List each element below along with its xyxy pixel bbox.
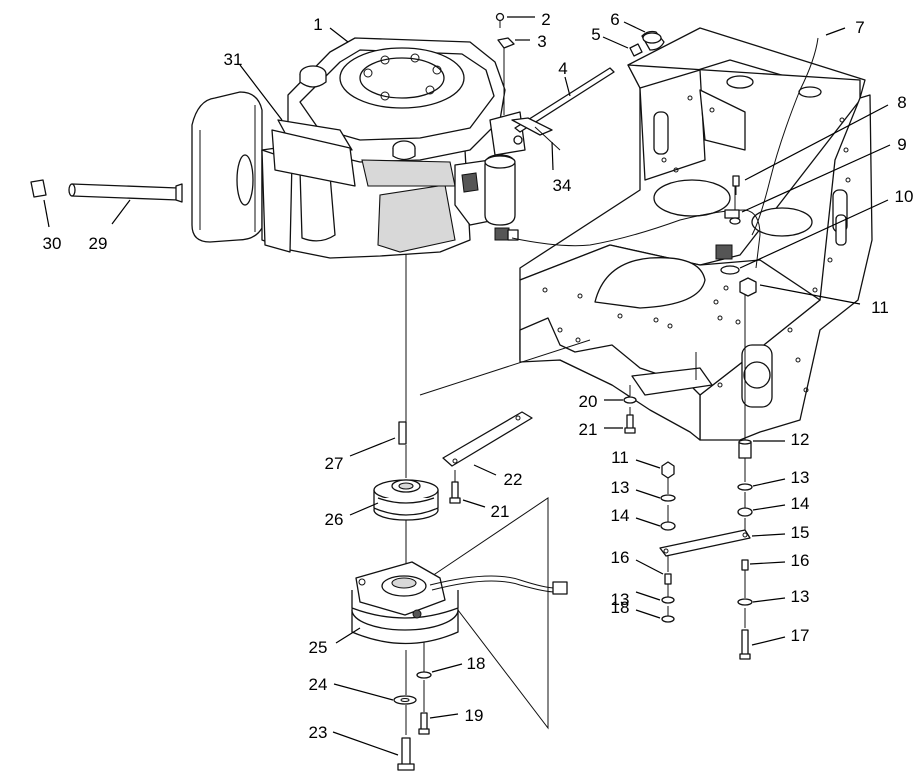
callout-6: 6 (610, 10, 619, 29)
callout-1: 1 (313, 15, 322, 34)
callout-19: 19 (465, 706, 484, 725)
callout-30: 30 (43, 234, 62, 253)
callout-22: 22 (504, 470, 523, 489)
frame-chassis (519, 27, 873, 441)
callout-21b: 21 (491, 502, 510, 521)
callout-24: 24 (309, 675, 328, 694)
callout-4: 4 (558, 59, 567, 78)
callout-21a: 21 (579, 420, 598, 439)
callout-31: 31 (224, 50, 243, 69)
assembly-guide-lines (405, 186, 746, 735)
callout-15: 15 (791, 523, 810, 542)
callout-8: 8 (897, 93, 906, 112)
callout-10: 10 (895, 187, 914, 206)
callout-25: 25 (309, 638, 328, 657)
linkage-stack (659, 439, 753, 660)
air-intake-parts (30, 179, 183, 203)
callout-12: 12 (791, 430, 810, 449)
callout-labels: 1 2 3 4 5 6 7 8 9 10 11 11 12 13 13 13 1… (43, 10, 914, 742)
callout-13c: 13 (611, 590, 630, 609)
callout-18a: 18 (611, 598, 630, 617)
callout-11b: 11 (611, 448, 629, 467)
callout-27: 27 (325, 454, 344, 473)
callout-13d: 13 (791, 587, 810, 606)
callout-11a: 11 (871, 298, 889, 317)
callout-14a: 14 (611, 506, 630, 525)
callout-13a: 13 (611, 478, 630, 497)
callout-7: 7 (855, 18, 864, 37)
callout-17: 17 (791, 626, 810, 645)
callout-18b: 18 (467, 654, 486, 673)
callout-34: 34 (553, 176, 572, 195)
mounting-plate (442, 396, 637, 504)
callout-5: 5 (591, 25, 600, 44)
callout-29: 29 (89, 234, 108, 253)
clutch-stack (351, 421, 568, 771)
callout-3: 3 (537, 32, 546, 51)
callout-26: 26 (325, 510, 344, 529)
callout-23: 23 (309, 723, 328, 742)
callout-16b: 16 (791, 551, 810, 570)
callout-14b: 14 (791, 494, 810, 513)
callout-16a: 16 (611, 548, 630, 567)
callout-9: 9 (897, 135, 906, 154)
leader-lines (43, 16, 891, 756)
engine-assembly (191, 37, 526, 259)
throttle-cable-parts (495, 12, 819, 297)
callout-2: 2 (541, 10, 550, 29)
callout-13b: 13 (791, 468, 810, 487)
callout-20: 20 (579, 392, 598, 411)
